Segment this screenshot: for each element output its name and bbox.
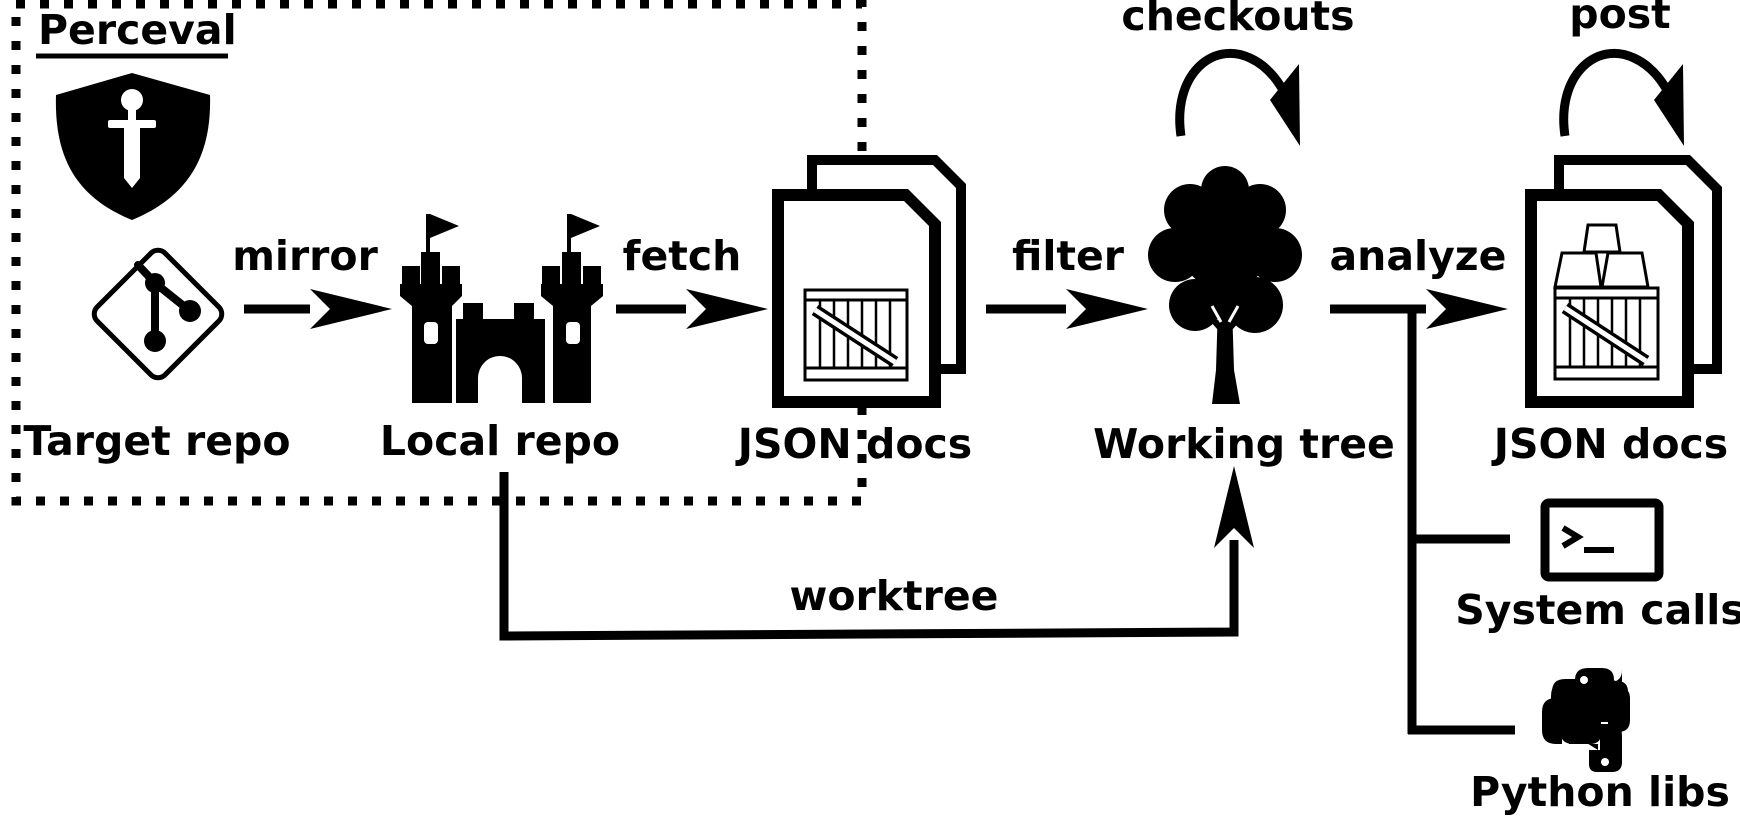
arrow-worktree: [499, 466, 1254, 641]
arrow-filter: [986, 289, 1148, 329]
perceval-title: Perceval: [38, 6, 237, 54]
analyze-branches: [1407, 309, 1515, 735]
castle-icon: [400, 214, 603, 403]
document-stack-crate-icon: [772, 155, 966, 408]
terminal-icon: [1540, 498, 1664, 582]
label-python-libs: Python libs: [1470, 768, 1730, 816]
label-checkouts: checkouts: [1121, 0, 1354, 40]
label-json-docs-raw: JSON docs: [735, 420, 972, 468]
label-local-repo: Local repo: [380, 417, 620, 465]
label-filter: filter: [1012, 232, 1125, 280]
document-stack-gold-crate-icon: [1525, 155, 1722, 408]
label-post: post: [1569, 0, 1671, 38]
python-logo-icon: [1542, 668, 1630, 772]
git-logo-icon: [91, 247, 225, 381]
connectors: [244, 48, 1684, 735]
label-analyze: analyze: [1330, 232, 1507, 280]
arrow-mirror: [244, 289, 392, 329]
label-fetch: fetch: [623, 232, 742, 280]
label-target-repo: Target repo: [23, 417, 290, 465]
label-system-calls: System calls: [1455, 586, 1740, 634]
tree-icon: [1148, 166, 1302, 404]
shield-sword-icon: [55, 73, 211, 220]
arrow-analyze: [1330, 289, 1508, 329]
arrow-post: [1559, 48, 1684, 146]
arrow-fetch: [616, 289, 768, 329]
label-worktree: worktree: [790, 572, 999, 620]
label-json-docs-enriched: JSON docs: [1491, 420, 1728, 468]
arrow-checkouts: [1175, 48, 1300, 146]
label-mirror: mirror: [232, 232, 378, 280]
label-working-tree: Working tree: [1093, 420, 1395, 468]
